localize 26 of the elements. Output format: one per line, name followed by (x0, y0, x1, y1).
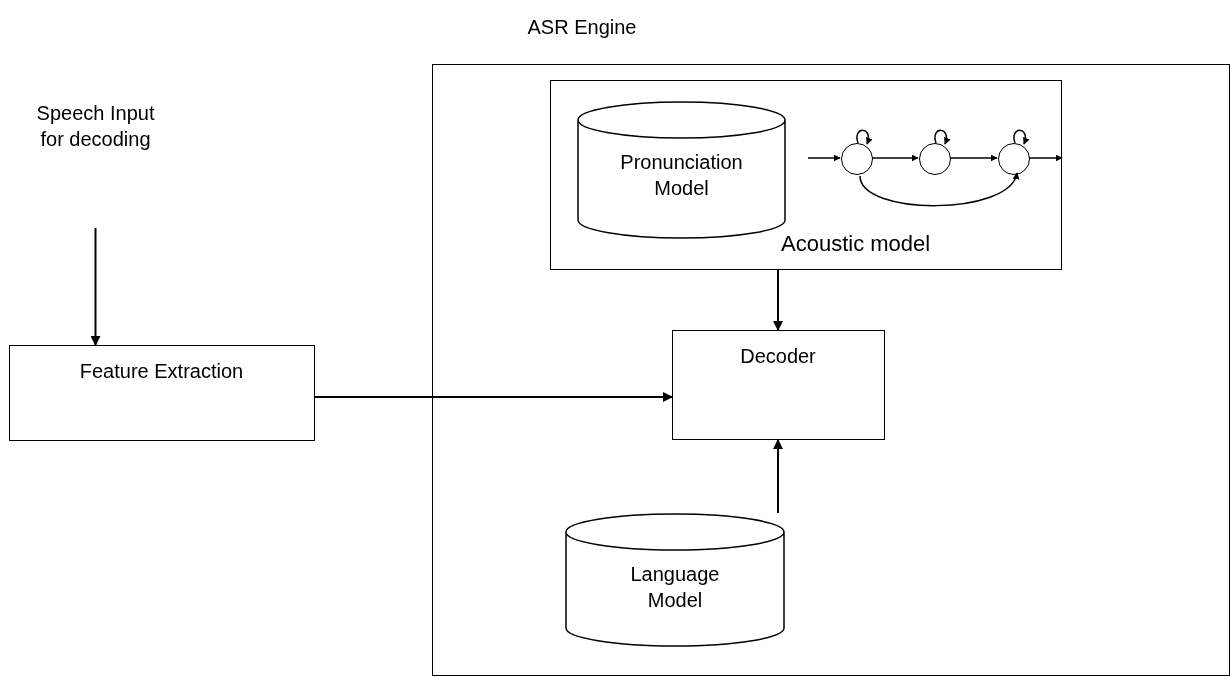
arrow (773, 439, 783, 514)
self-loop-arrow (1013, 129, 1030, 145)
self-loop-arrow (934, 129, 951, 145)
arrow (949, 154, 998, 162)
arrow (90, 227, 101, 346)
input-label: Speech Input for decoding (35, 101, 156, 152)
box-label: Feature Extraction (78, 359, 245, 384)
box-label: Decoder (739, 344, 817, 369)
state-circle (998, 143, 1030, 175)
self-loop-arrow (856, 129, 873, 145)
panel-title: Acoustic model (781, 231, 932, 257)
arrow (871, 154, 919, 162)
model-panel (550, 80, 1062, 270)
arrow (314, 392, 673, 402)
process-box (672, 330, 885, 440)
cylinder-label: Language Model (629, 562, 721, 613)
process-box (9, 345, 315, 441)
arrow (859, 172, 1018, 207)
cylinder-label: Pronunciation Model (619, 150, 744, 201)
state-circle (841, 143, 873, 175)
arrow (1028, 154, 1063, 162)
state-circle (919, 143, 951, 175)
database-cylinder (565, 513, 785, 647)
group-title: ASR Engine (526, 15, 638, 40)
arrow (773, 269, 783, 331)
arrow (807, 154, 841, 162)
